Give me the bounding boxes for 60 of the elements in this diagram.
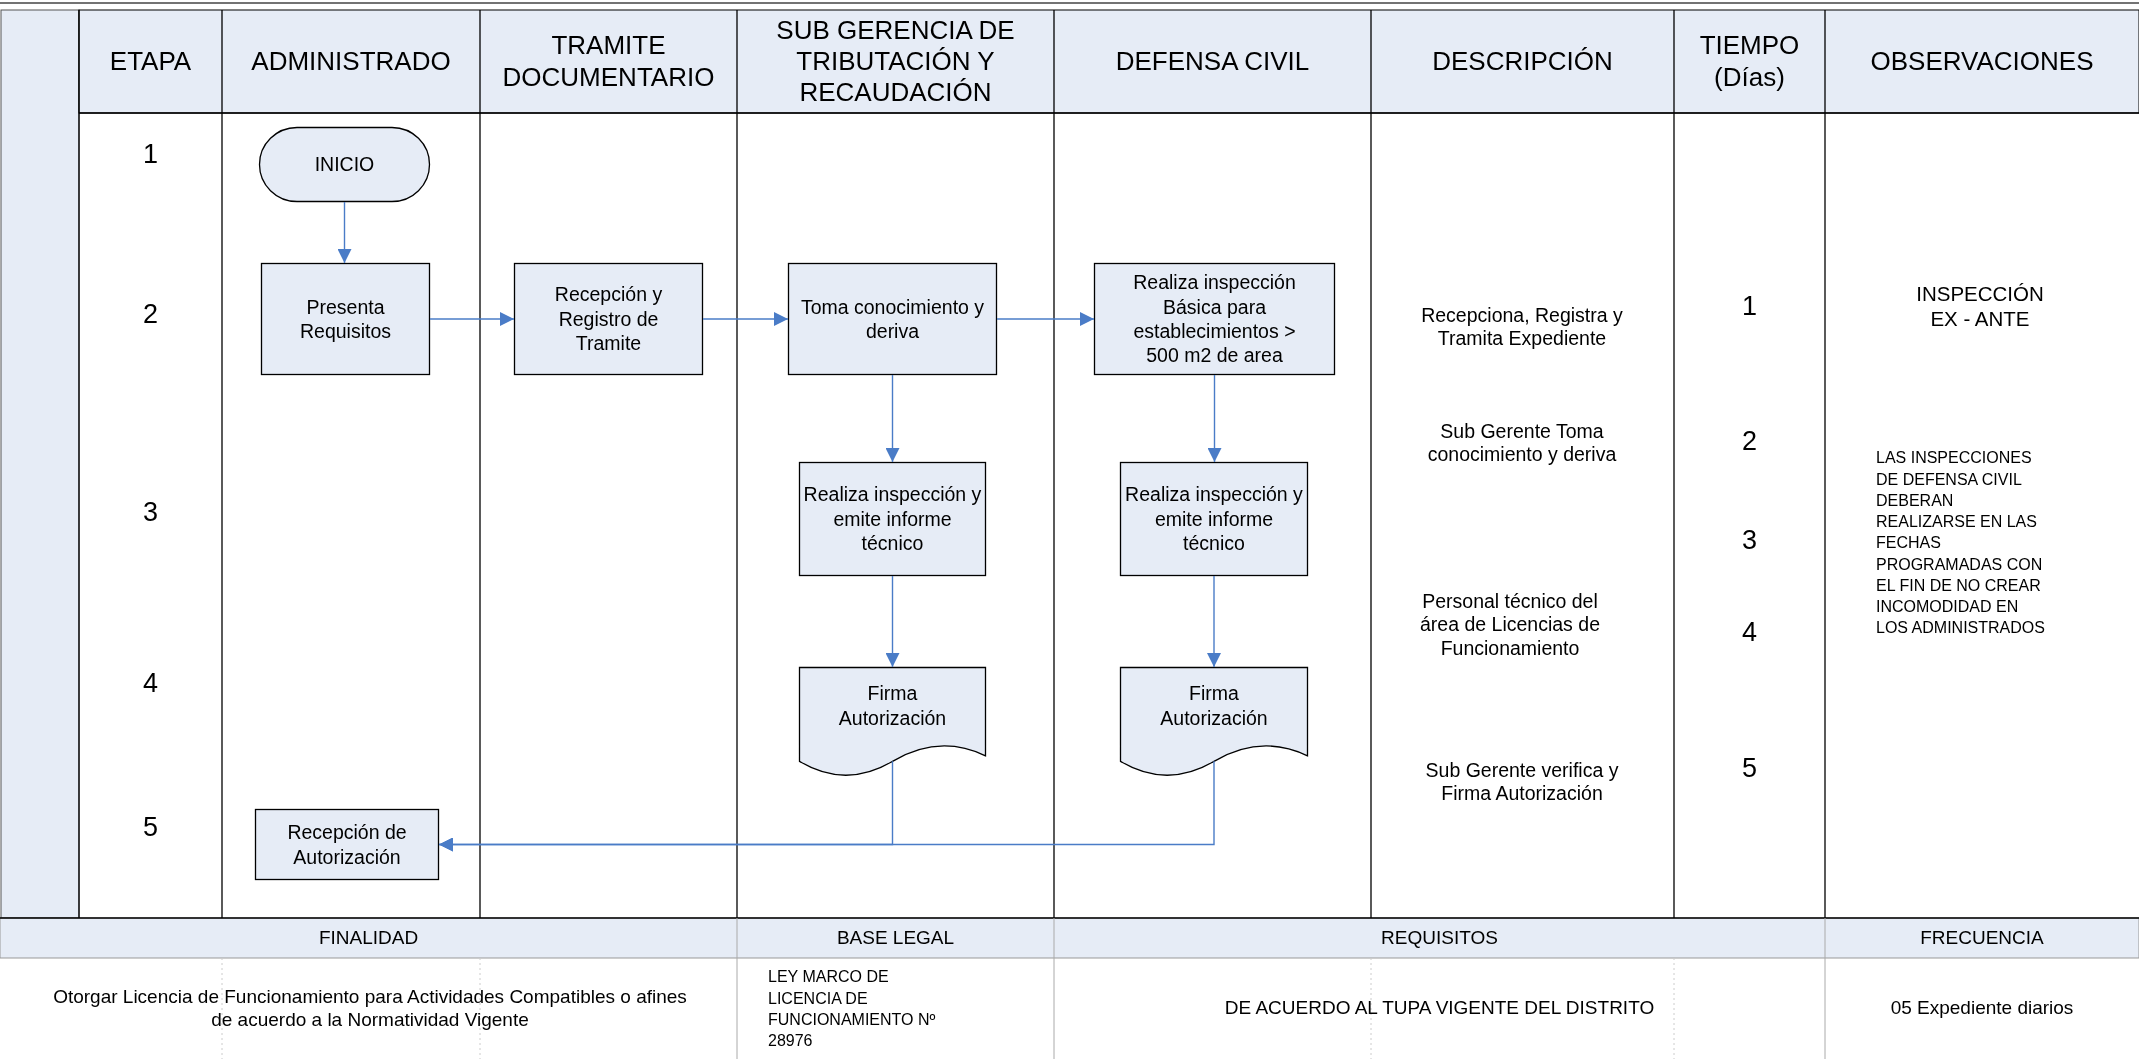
days-value: 3 [1742, 523, 1757, 557]
stage-number: 5 [143, 810, 158, 844]
column-header: SUB GERENCIA DE TRIBUTACIÓN Y RECAUDACIÓN [775, 14, 1016, 109]
description-text: Personal técnico del área de Licencias de Funcionamiento [1420, 589, 1600, 661]
footer-header: REQUISITOS [1381, 926, 1498, 950]
stage-number: 4 [143, 666, 158, 700]
document-shape [799, 667, 986, 778]
arrow [885, 575, 900, 668]
process-box [788, 263, 997, 375]
process-box [255, 809, 439, 880]
arrow [438, 760, 1215, 852]
days-value: 5 [1742, 751, 1757, 785]
footer-header: BASE LEGAL [836, 926, 955, 950]
document-shape [1120, 667, 1308, 778]
arrow [885, 374, 900, 463]
footer-header: FRECUENCIA [1920, 926, 2044, 950]
node-text: Presenta Requisitos [298, 294, 392, 344]
column-header: DESCRIPCIÓN [1432, 45, 1613, 78]
arrow [429, 312, 515, 326]
node-text: Toma conocimiento y deriva [800, 294, 985, 344]
days-value: 2 [1742, 424, 1757, 458]
node-text: Firma Autorización [837, 681, 948, 731]
footer-header: FINALIDAD [318, 926, 419, 950]
column-header: ADMINISTRADO [251, 45, 451, 78]
arrow [1207, 575, 1221, 668]
column-header: ETAPA [109, 45, 192, 78]
node-text: Recepción y Registro de Tramite [553, 282, 664, 356]
legal-basis-text: LEY MARCO DE LICENCIA DE FUNCIONAMIENTO Nº 28976 [768, 967, 937, 1052]
column-header: TIEMPO (Días) [1698, 30, 1801, 93]
arrow [337, 201, 352, 264]
description-text: Sub Gerente Toma conocimiento y deriva [1426, 419, 1618, 467]
description-text: Sub Gerente verifica y Firma Autorización [1424, 758, 1620, 806]
node-text: Realiza inspección y emite informe técnico [802, 482, 983, 556]
purpose-text: Otorgar Licencia de Funcionamiento para Actividades Compatibles o afines de acuerdo a la Normatividad Vigente [52, 985, 688, 1032]
days-value: 4 [1742, 615, 1757, 649]
stage-number: 2 [143, 297, 158, 331]
stage-number: 3 [143, 495, 158, 529]
node-text: Recepción de Autorización [286, 820, 408, 869]
days-value: 1 [1742, 289, 1757, 323]
frequency-text: 05 Expediente diarios [1890, 997, 2074, 1020]
node-text: Realiza inspección y emite informe técnico [1124, 482, 1304, 556]
node-text: Firma Autorización [1159, 681, 1269, 731]
column-header: DEFENSA CIVIL [1115, 45, 1310, 78]
observation-text: INSPECCIÓN EX - ANTE [1915, 282, 2045, 332]
arrow [702, 312, 789, 326]
process-box [799, 462, 986, 576]
stage-number: 1 [143, 137, 158, 171]
arrow [1207, 374, 1222, 463]
requirements-text: DE ACUERDO AL TUPA VIGENTE DEL DISTRITO [1224, 997, 1655, 1020]
column-header: OBSERVACIONES [1870, 45, 2094, 78]
process-box [261, 263, 430, 375]
process-box [1094, 263, 1335, 375]
node-text: Realiza inspección Básica para establecimientos > 500 m2 de area [1132, 270, 1297, 368]
observation-note: LAS INSPECCIONES DE DEFENSA CIVIL DEBERAN REALIZARSE EN LAS FECHAS PROGRAMADAS CON EL FIN DE NO CREAR INCOMODIDAD EN LOS ADMINISTRADOS [1876, 448, 2046, 639]
column-header: TRAMITE DOCUMENTARIO [501, 30, 716, 93]
process-box [1120, 462, 1308, 576]
arrow [996, 312, 1095, 326]
node-text: INICIO [314, 152, 375, 177]
description-text: Recepciona, Registra y Tramita Expediente [1420, 303, 1624, 351]
process-box [514, 263, 703, 375]
